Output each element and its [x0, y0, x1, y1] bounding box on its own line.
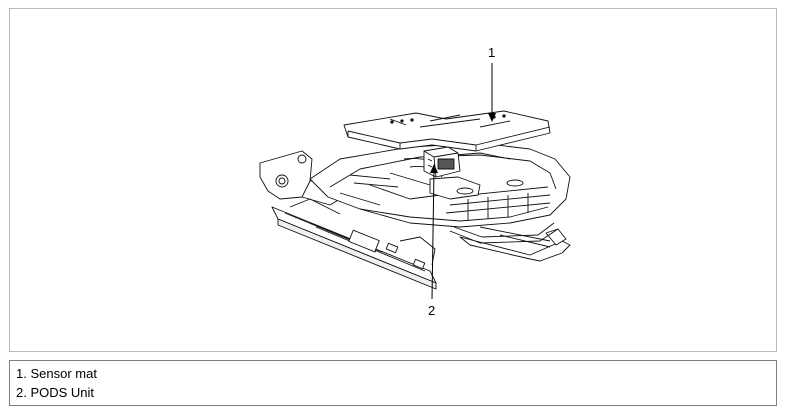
- seat-cushion-frame: [309, 142, 571, 228]
- seat-lower-frame: [449, 222, 559, 244]
- callout-2-label: 2: [428, 303, 435, 318]
- callout-1-label: 1: [488, 45, 495, 60]
- figure-frame: 1 2: [9, 8, 777, 352]
- callout-2: 2: [428, 164, 438, 318]
- right-seat-track-rail: [459, 226, 571, 262]
- legend-item-pods-unit: 2. PODS Unit: [16, 385, 95, 400]
- pods-unit: [423, 146, 461, 178]
- legend-box: 1. Sensor mat 2. PODS Unit: [9, 360, 777, 406]
- left-seat-track-rail: [271, 198, 437, 290]
- legend-item-sensor-mat: 1. Sensor mat: [16, 366, 97, 381]
- callout-1: 1: [488, 45, 496, 122]
- sensor-mat: [343, 110, 551, 152]
- seat-frame-illustration: 1 2: [259, 45, 571, 318]
- seat-side-bracket: [259, 150, 361, 206]
